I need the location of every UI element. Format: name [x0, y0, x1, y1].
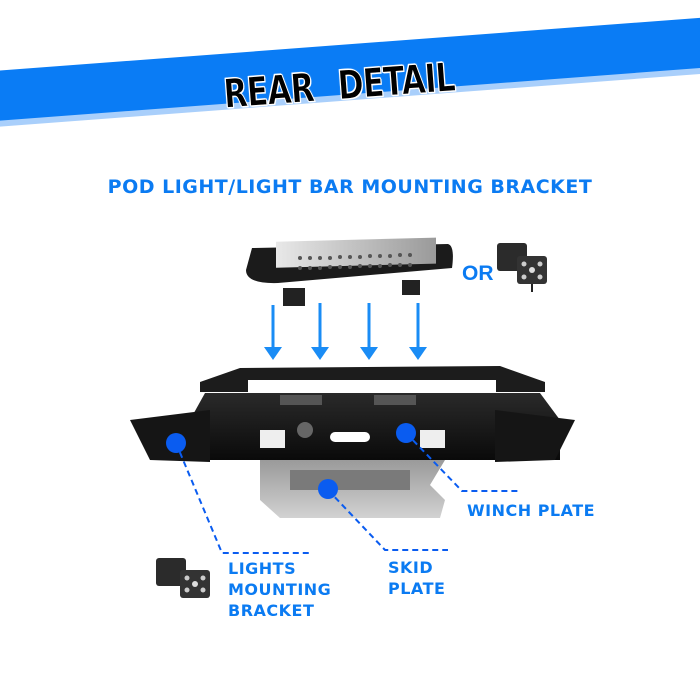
lights-line3: BRACKET	[228, 601, 315, 620]
lights-line1: LIGHTS	[228, 559, 297, 578]
bumper-image	[130, 366, 575, 518]
section-subtitle: POD LIGHT/LIGHT BAR MOUNTING BRACKET	[107, 176, 593, 198]
down-arrow-icon	[264, 303, 427, 360]
skid-plate-line1: SKID	[388, 558, 434, 577]
skid-plate-label: SKID PLATE	[388, 557, 445, 599]
lights-mounting-bracket-label: LIGHTS MOUNTING BRACKET	[228, 558, 331, 621]
lights-line2: MOUNTING	[228, 580, 332, 599]
callout-marker-icon	[166, 423, 416, 499]
light-bar-image	[246, 237, 453, 306]
winch-plate-label: WINCH PLATE	[467, 501, 596, 520]
pod-light-pair-image	[497, 243, 547, 292]
pod-light-pair-image	[156, 558, 210, 598]
skid-plate-line2: PLATE	[388, 579, 446, 598]
callout-lines	[175, 432, 520, 554]
or-label: OR	[462, 262, 494, 285]
